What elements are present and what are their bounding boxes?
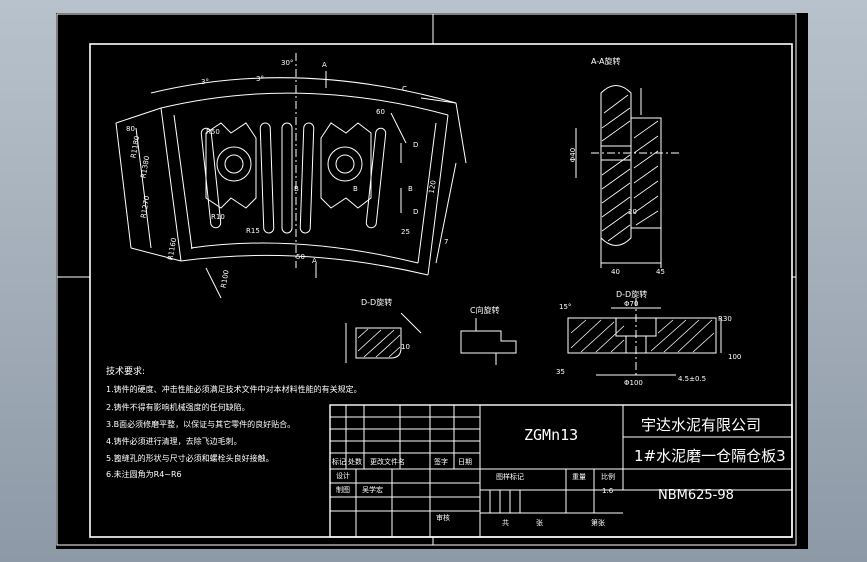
label-d-upper: D bbox=[413, 141, 419, 149]
dim-angle-3a: 3° bbox=[201, 78, 209, 86]
header-review: 审核 bbox=[436, 514, 450, 522]
outer-frame bbox=[56, 13, 797, 546]
company-name: 宇达水泥有限公司 bbox=[641, 416, 762, 434]
header-sheet-no: 第张 bbox=[591, 519, 605, 527]
dim-15deg: 15° bbox=[559, 303, 572, 311]
label-d-lower: D bbox=[413, 208, 419, 216]
dim-r15: R15 bbox=[246, 227, 260, 235]
dim-tol: 4.5±0.5 bbox=[678, 375, 707, 383]
header-count: 处数 bbox=[348, 458, 362, 466]
requirement-5: 5.篦缝孔的形状与尺寸必须和螺栓头良好接触。 bbox=[106, 454, 274, 463]
label-b-right: B bbox=[408, 185, 413, 193]
dim-45: 45 bbox=[656, 268, 665, 276]
dim-phi40: Φ40 bbox=[569, 147, 578, 163]
header-ratio: 比例 bbox=[601, 473, 615, 481]
drawing-number: NBM625-98 bbox=[658, 488, 734, 503]
dim-80: 80 bbox=[126, 125, 135, 133]
header-change-doc: 更改文件名 bbox=[370, 458, 405, 466]
cad-drawing bbox=[56, 13, 797, 546]
main-view bbox=[115, 53, 467, 299]
dim-20: 20 bbox=[628, 208, 637, 216]
view-c-title: C向旋转 bbox=[470, 306, 500, 315]
header-stage-mark: 图样标记 bbox=[496, 473, 524, 481]
dim-angle-30: 30° bbox=[281, 59, 294, 67]
view-c bbox=[460, 318, 517, 365]
header-date: 日期 bbox=[458, 458, 472, 466]
scale-value: 1:6 bbox=[602, 487, 614, 495]
header-sheet: 张 bbox=[536, 519, 543, 527]
dim-100: 100 bbox=[728, 353, 742, 361]
section-aa-title: A-A旋转 bbox=[591, 57, 621, 66]
dim-phi70: Φ70 bbox=[624, 300, 639, 308]
requirement-2: 2.铸件不得有影响机械强度的任何缺陷。 bbox=[106, 403, 250, 412]
section-dd2-title: D-D旋转 bbox=[616, 290, 648, 299]
header-weight: 重量 bbox=[572, 473, 586, 481]
label-b-mid: B bbox=[353, 185, 358, 193]
dim-r30: R30 bbox=[718, 315, 732, 323]
dim-40: 40 bbox=[611, 268, 620, 276]
requirement-1: 1.铸件的硬度、冲击性能必须满足技术文件中对本材料性能的有关规定。 bbox=[106, 385, 362, 394]
dim-r10: R10 bbox=[211, 213, 225, 221]
label-b-left: B bbox=[294, 185, 299, 193]
material: ZGMn13 bbox=[524, 426, 579, 444]
drawer-name: 吴学宏 bbox=[362, 486, 383, 494]
dim-7: 7 bbox=[444, 238, 449, 246]
dim-phi100: Φ100 bbox=[624, 379, 643, 387]
drawing-canvas: A-A旋转 D-D旋转 C向旋转 D-D旋转 A A B B B C D D R… bbox=[56, 13, 808, 549]
header-design: 设计 bbox=[336, 472, 350, 480]
label-a-bottom: A bbox=[312, 257, 317, 265]
section-dd-view bbox=[345, 312, 422, 363]
dim-r50: R50 bbox=[206, 128, 220, 136]
dim-25: 25 bbox=[401, 228, 410, 236]
label-a-top: A bbox=[322, 61, 327, 69]
requirements-heading: 技术要求: bbox=[106, 367, 146, 377]
dim-60: 60 bbox=[376, 108, 385, 116]
requirement-6: 6.未注圆角为R4~R6 bbox=[106, 470, 182, 479]
header-signature: 签字 bbox=[434, 458, 448, 466]
header-total: 共 bbox=[502, 519, 509, 527]
requirement-4: 4.铸件必须进行清理，去除飞边毛刺。 bbox=[106, 437, 242, 446]
dim-50: 50 bbox=[296, 253, 305, 261]
section-aa-view bbox=[575, 85, 681, 268]
title-block bbox=[329, 404, 793, 538]
header-draw: 制图 bbox=[336, 486, 350, 494]
section-dd-title: D-D旋转 bbox=[361, 298, 393, 307]
dim-35: 35 bbox=[556, 368, 565, 376]
requirement-3: 3.B面必须修磨平整，以保证与其它零件的良好贴合。 bbox=[106, 420, 296, 429]
header-mark: 标记 bbox=[332, 458, 346, 466]
label-c: C bbox=[402, 85, 407, 93]
dim-angle-3b: 3° bbox=[256, 75, 264, 83]
dim-10: 10 bbox=[401, 343, 410, 351]
section-dd2-view bbox=[567, 298, 722, 378]
part-name: 1#水泥磨一仓隔仓板3 bbox=[634, 447, 786, 465]
